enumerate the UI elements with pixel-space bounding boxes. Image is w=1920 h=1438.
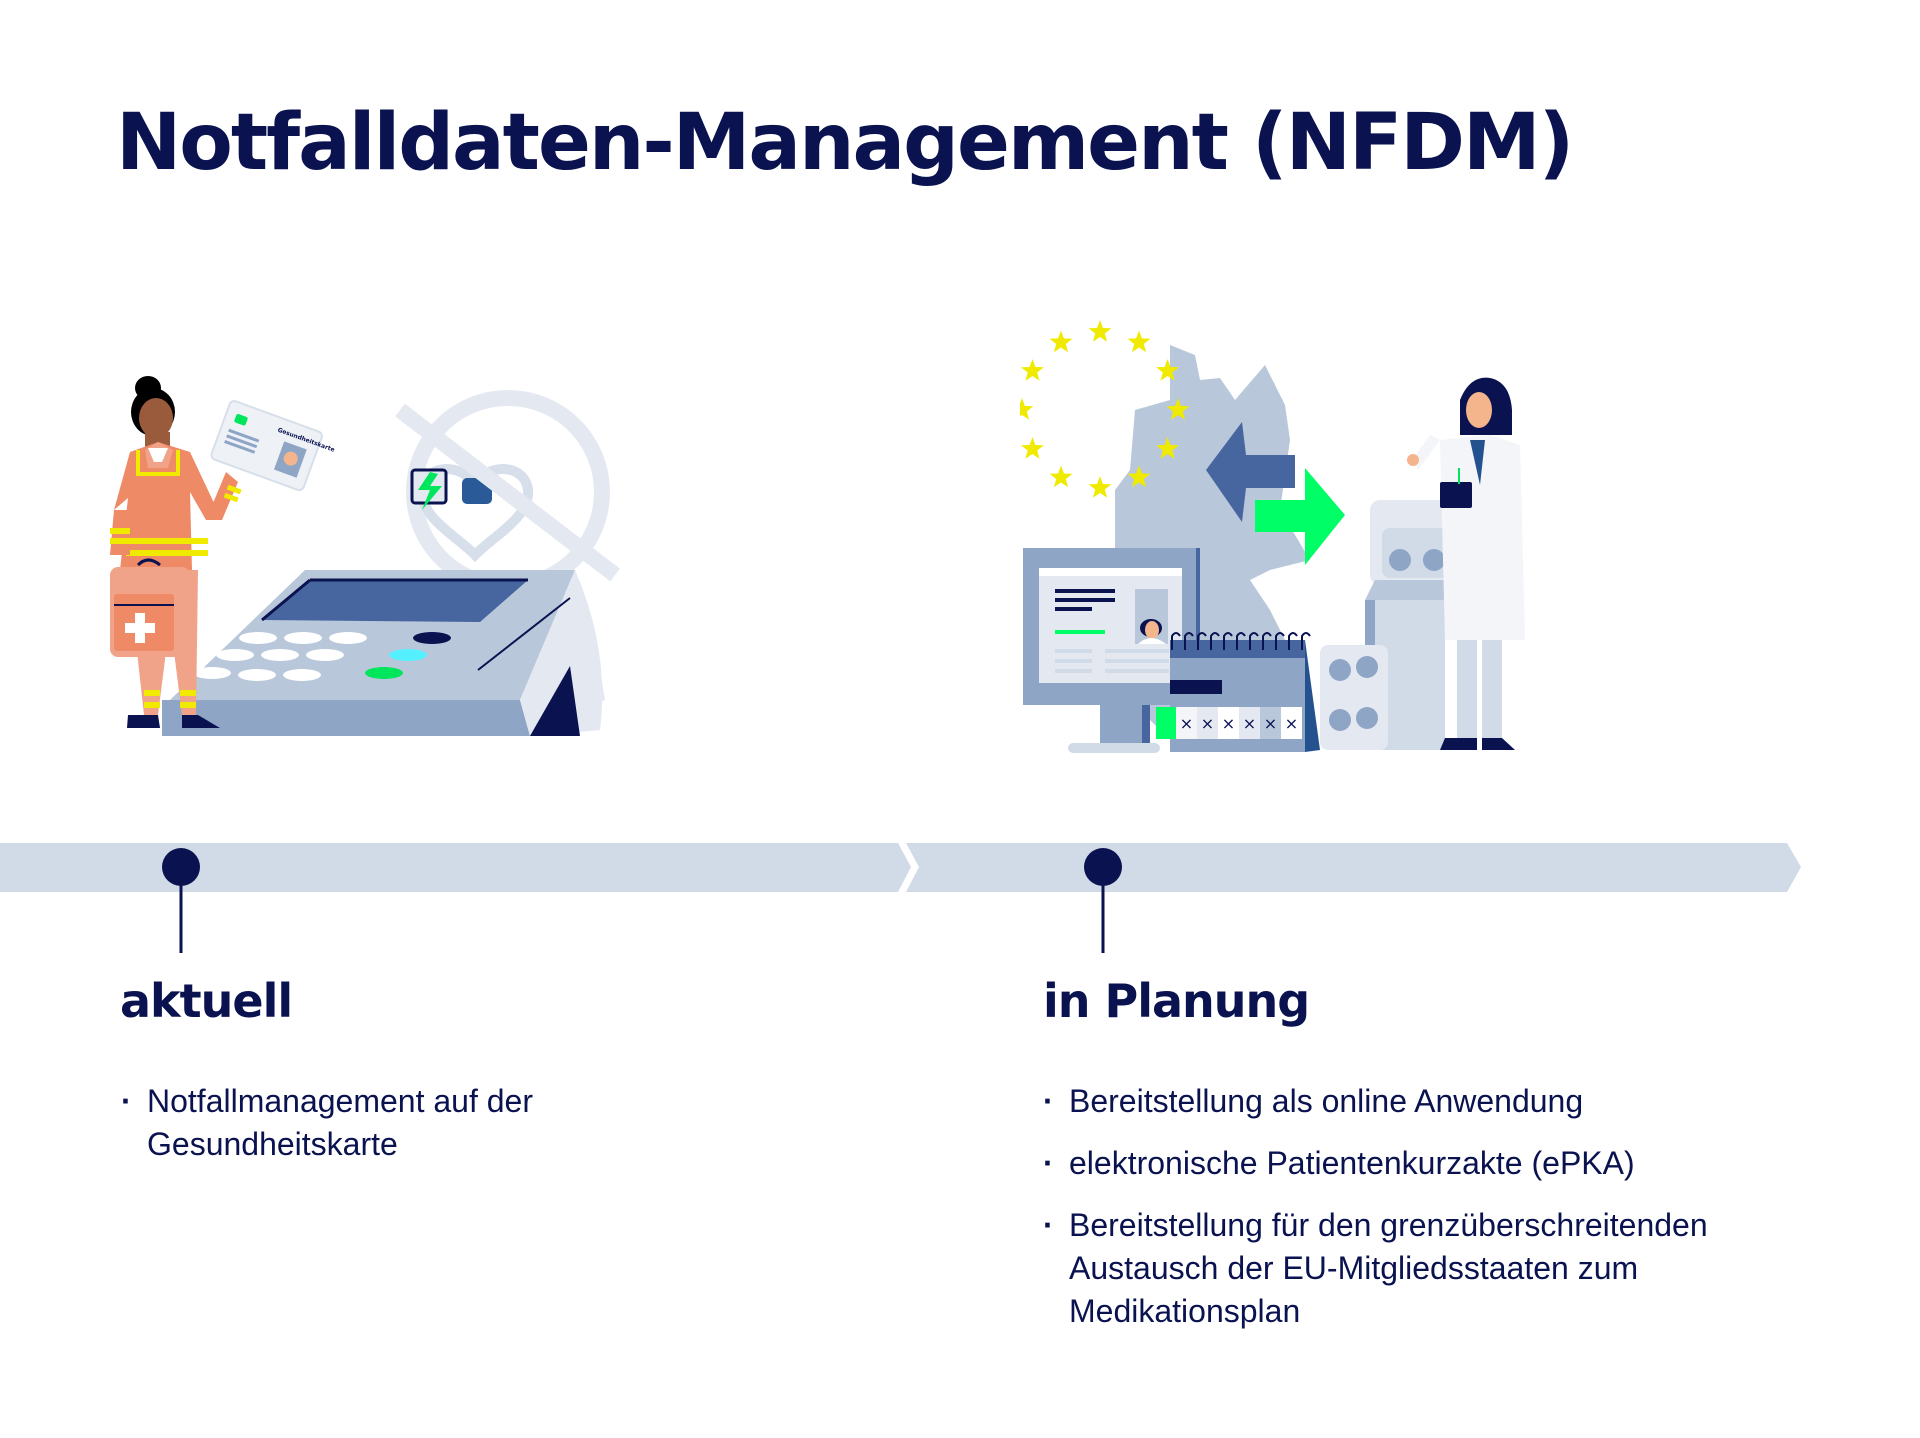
no-emergency-data-icon [395,390,620,594]
stage-heading-current: aktuell [120,974,293,1028]
eu-stars-icon [1020,320,1190,498]
calendar-ring [1262,632,1272,650]
calendar-cross-mark: × [1264,714,1277,733]
paramedic-card-terminal-illustration: Gesundheitskarte [110,376,620,736]
star-icon [1021,359,1044,381]
eu-exchange-illustration: × × × × × × [1020,320,1525,753]
star-icon [1156,359,1179,381]
calendar-icon: × × × × × × [1156,632,1320,752]
timeline-segment-current [0,843,911,892]
calendar-ring [1249,632,1259,650]
calendar-cross-mark: × [1222,714,1235,733]
calendar-cross-mark: × [1285,714,1298,733]
planned-feature-list: Bereitstellung als online Anwendung elek… [1043,1080,1823,1352]
star-icon [1020,398,1034,420]
star-icon [1049,330,1073,353]
calendar-cross-mark: × [1243,714,1256,733]
calendar-ring [1236,632,1246,650]
health-card-icon: Gesundheitskarte [210,400,335,492]
calendar-ring [1197,632,1207,650]
timeline-segment-planned [906,843,1801,892]
timeline-marker-current [162,848,200,886]
current-feature-list: Notfallmanagement auf der Gesundheitskar… [121,1080,641,1185]
timeline-marker-planned [1084,848,1122,886]
calendar-cross-mark: × [1201,714,1214,733]
first-aid-bag-icon [110,558,190,657]
list-item: Notfallmanagement auf der Gesundheitskar… [121,1080,641,1166]
list-item: Bereitstellung für den grenzüberschreite… [1043,1204,1823,1333]
calendar-cross-mark: × [1180,714,1193,733]
calendar-day-cell [1176,707,1197,739]
star-icon [1127,330,1151,353]
calendar-day-cell [1281,707,1302,739]
calendar-ring [1171,632,1181,650]
calendar-ring [1184,632,1194,650]
calendar-day-cell [1260,707,1281,739]
page-title: Notfalldaten-Management (NFDM) [116,98,1574,188]
star-icon [1127,465,1151,488]
star-icon [1166,398,1190,420]
calendar-ring [1288,632,1298,650]
star-icon [1088,476,1112,498]
calendar-ring [1210,632,1220,650]
medication-blister-icon [1320,500,1460,750]
timeline [0,843,1801,953]
stage-heading-planned: in Planung [1043,974,1310,1028]
calendar-day-cell [1239,707,1260,739]
arrow-right-icon [1255,468,1345,565]
calendar-ring [1275,632,1285,650]
card-terminal [162,570,605,736]
arrow-left-icon [1206,422,1295,522]
calendar-day-cell [1218,707,1239,739]
doctor-figure [1407,377,1525,750]
star-icon [1156,437,1179,459]
calendar-day-cell [1197,707,1218,739]
calendar-ring [1301,632,1311,650]
star-icon [1088,320,1112,342]
list-item: Bereitstellung als online Anwendung [1043,1080,1823,1123]
monitor-patient-record-icon [1023,548,1200,753]
list-item: elektronische Patientenkurzakte (ePKA) [1043,1142,1823,1185]
star-icon [1021,437,1044,459]
calendar-ring [1223,632,1233,650]
star-icon [1049,465,1073,488]
